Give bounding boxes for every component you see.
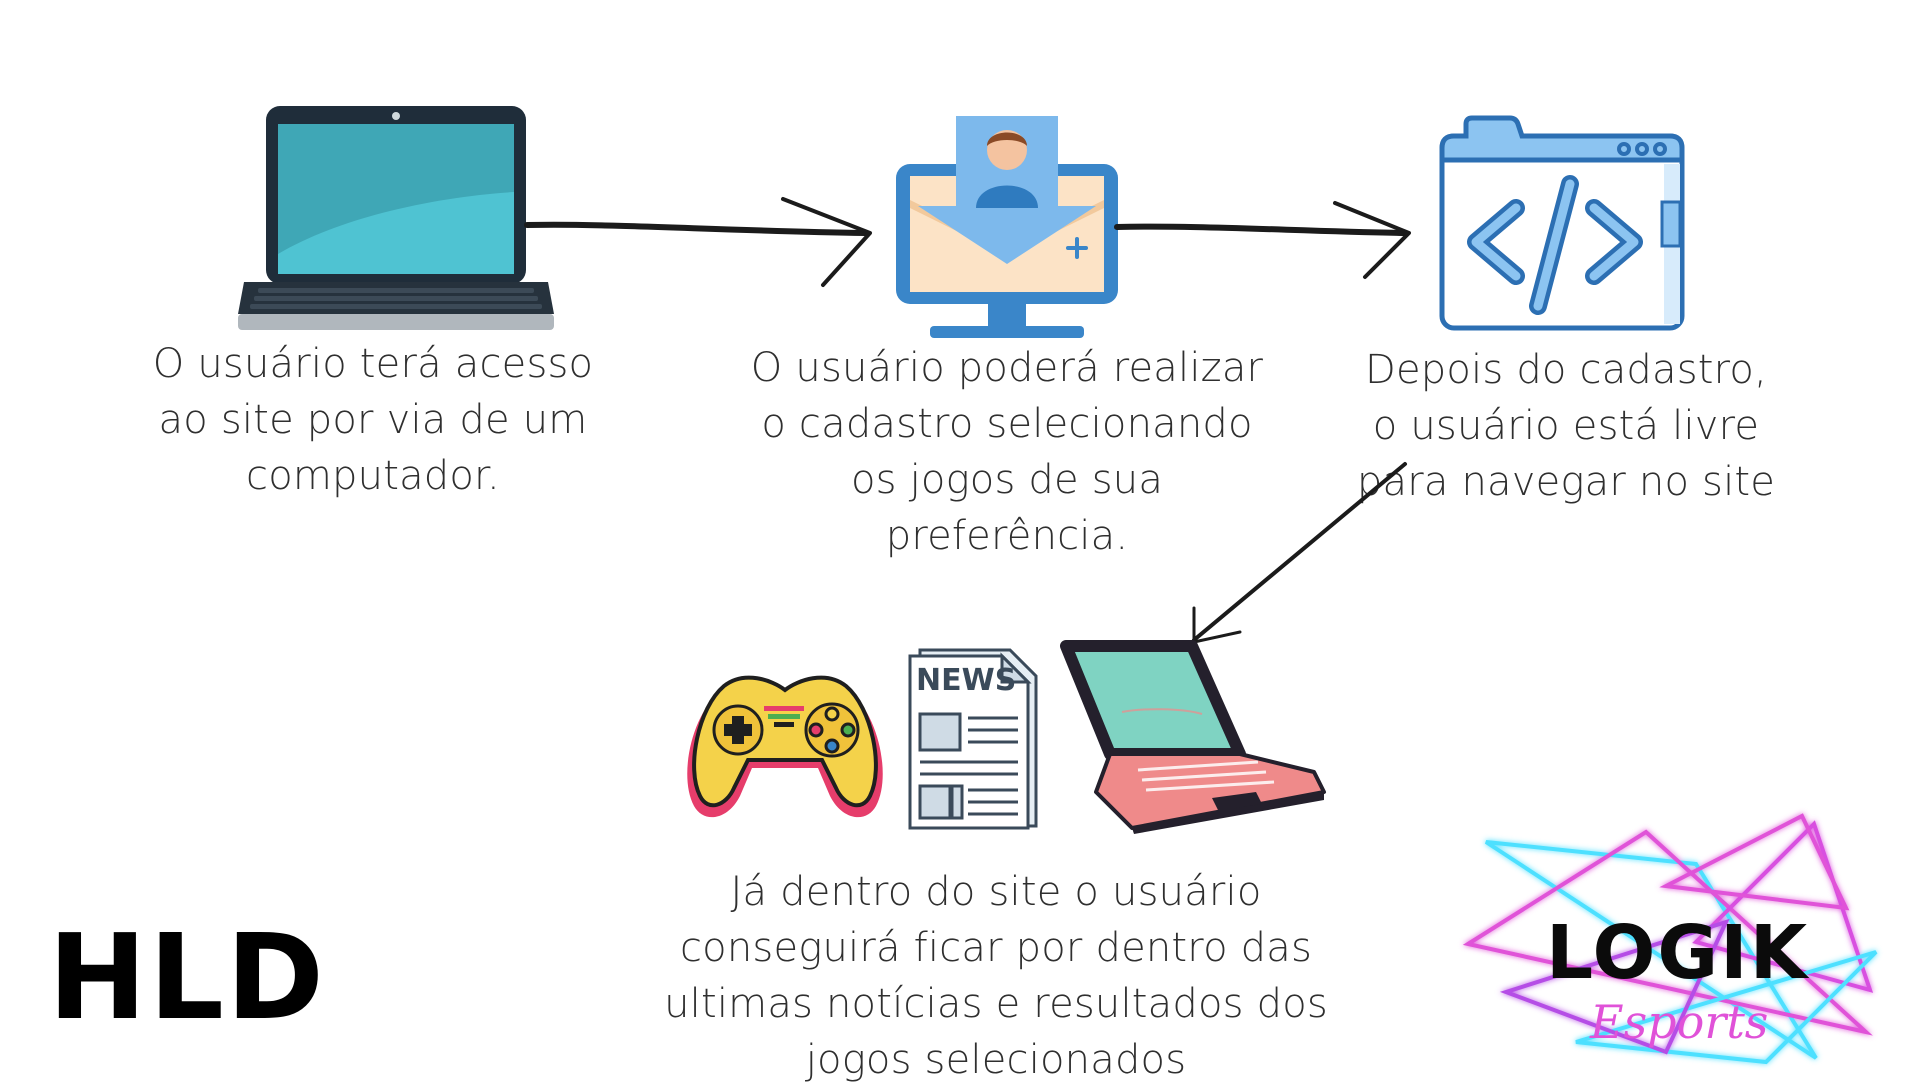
news-label: NEWS bbox=[916, 663, 1016, 698]
gamepad-icon bbox=[687, 675, 883, 818]
newspaper-icon: NEWS bbox=[908, 648, 1038, 830]
laptop-pink-icon bbox=[1060, 640, 1326, 834]
step-3-caption: Depois do cadastro, o usuário está livre… bbox=[1356, 347, 1776, 505]
step-2-caption: O usuário poderá realizar o cadastro sel… bbox=[750, 345, 1264, 559]
svg-text:Esports: Esports bbox=[1589, 995, 1768, 1049]
arrow-1-icon bbox=[524, 197, 872, 287]
final-caption: Já dentro do site o usuário conseguirá f… bbox=[664, 869, 1328, 1083]
arrow-2-icon bbox=[1114, 201, 1411, 279]
user-register-monitor-icon bbox=[896, 116, 1118, 338]
step-1-caption: O usuário terá acesso ao site por via de… bbox=[152, 341, 594, 499]
page-title: HLD bbox=[48, 908, 326, 1046]
logik-esports-logo: LOGIK Esports bbox=[1462, 812, 1886, 1074]
arrow-3-icon bbox=[1192, 462, 1407, 644]
laptop-icon bbox=[238, 106, 554, 330]
code-browser-icon bbox=[1439, 115, 1685, 331]
svg-text:LOGIK: LOGIK bbox=[1546, 910, 1810, 996]
